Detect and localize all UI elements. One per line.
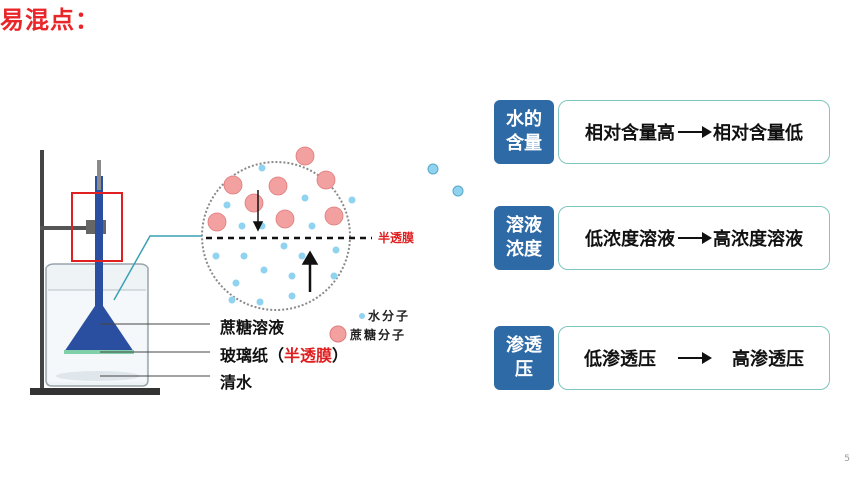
label-sucrose-solution: 蔗糖溶液: [220, 318, 285, 337]
comparison-from: 低渗透压: [584, 349, 656, 370]
comparison-tag: 水的含量: [494, 100, 554, 164]
comparison-to: 高渗透压: [732, 349, 804, 370]
legend-water-label: 水分子: [368, 309, 411, 323]
label-cellophane-red: 半透膜: [284, 346, 333, 365]
arrow-right-icon: [678, 232, 712, 244]
funnel-tube: [95, 176, 103, 310]
arrow-right-icon: [678, 352, 712, 364]
osmosis-diagram: [30, 146, 464, 395]
comparison-from: 低浓度溶液: [585, 229, 675, 250]
sucrose-funnel: [64, 300, 134, 352]
legend-water-marker: [359, 313, 365, 319]
legend-sucrose-label: 蔗糖分子: [350, 328, 407, 342]
label-cellophane-pre: 玻璃纸（: [220, 346, 285, 365]
membrane-label: 半透膜: [378, 231, 415, 245]
comparison-tag: 渗透压: [494, 326, 554, 390]
comparison-tag: 溶液浓度: [494, 206, 554, 270]
zoom-circle: [201, 146, 372, 311]
comparison-to: 相对含量低: [713, 123, 803, 144]
label-cellophane-post: ）: [332, 346, 349, 365]
label-cellophane: 玻璃纸（半透膜）: [220, 342, 348, 366]
comparison-from: 相对含量高: [585, 123, 675, 144]
water-molecules: [212, 164, 356, 306]
label-water: 清水: [220, 373, 253, 392]
page-title: 易混点：: [0, 6, 100, 34]
comparison-box: 低渗透压 高渗透压: [558, 326, 830, 390]
page-number: 5: [844, 454, 850, 464]
comparison-to: 高浓度溶液: [713, 229, 803, 250]
arrow-right-icon: [678, 126, 712, 138]
legend-sucrose-marker: [329, 325, 347, 343]
comparison-box: 相对含量高 相对含量低: [558, 100, 830, 164]
highlight-box: [71, 192, 123, 262]
diffusion-arrows: [252, 190, 319, 292]
comparison-box: 低浓度溶液 高浓度溶液: [558, 206, 830, 270]
